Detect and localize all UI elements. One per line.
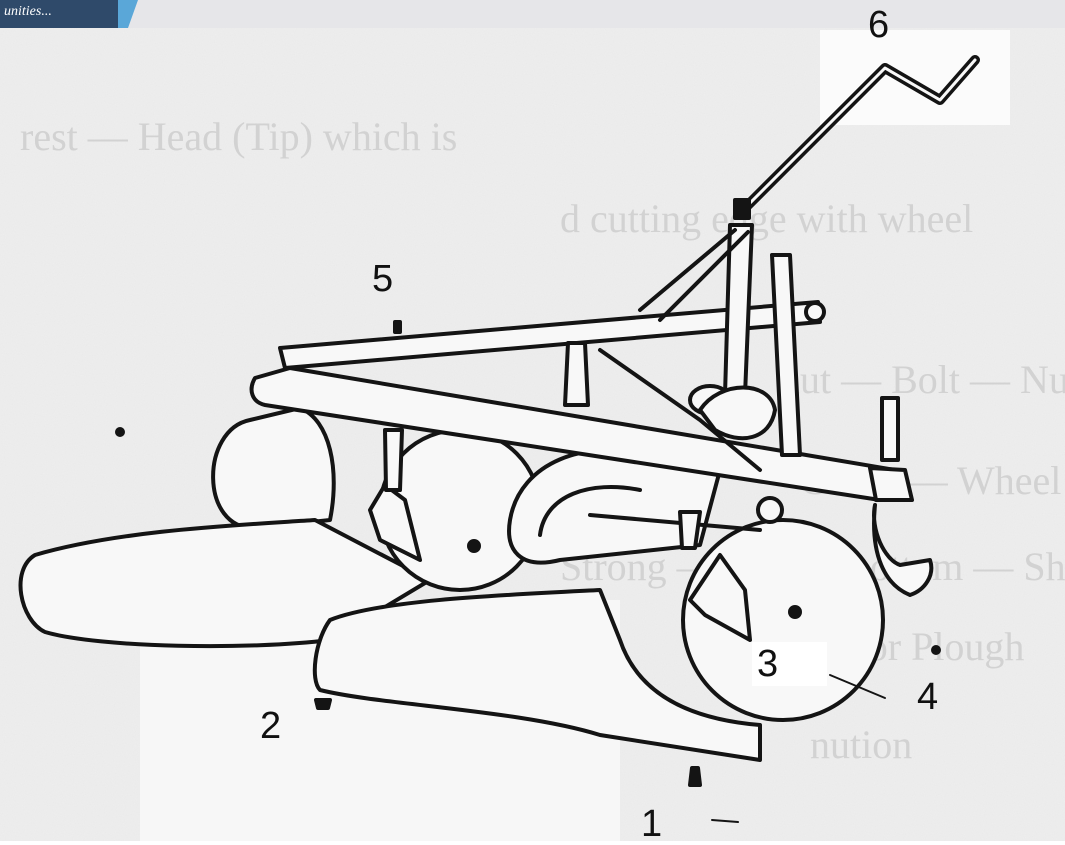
header-accent-icon bbox=[118, 0, 138, 28]
label-3-box bbox=[752, 642, 827, 686]
front-share bbox=[688, 553, 752, 642]
header-bar bbox=[0, 0, 1065, 28]
disc-plough-diagram: rest — Head (Tip) which is d cutting edg… bbox=[0, 28, 1065, 841]
front-plough-bottom bbox=[312, 588, 762, 762]
bg-text-line: d cutting edge with wheel bbox=[560, 196, 973, 241]
callout-5: 5 bbox=[372, 258, 394, 300]
callout-1: 1 bbox=[641, 803, 663, 845]
header-tab: unities... bbox=[0, 0, 118, 28]
upper-frame-beam bbox=[278, 300, 822, 370]
plough-line-drawing bbox=[18, 55, 980, 823]
bg-text-line: nut — Bolt — Nut bbox=[780, 357, 1065, 402]
callout-6: 6 bbox=[868, 4, 890, 46]
callout-4: 4 bbox=[917, 676, 939, 718]
frame-post bbox=[383, 428, 404, 492]
left-mouldboard bbox=[18, 518, 432, 649]
middle-share bbox=[368, 483, 422, 562]
frame-post bbox=[770, 253, 802, 457]
callout-2: 2 bbox=[260, 705, 282, 747]
hitch-pin bbox=[880, 396, 900, 462]
bg-text-line: rest — Head (Tip) which is bbox=[20, 114, 457, 159]
scan-patch bbox=[820, 30, 1010, 125]
callout-3: 3 bbox=[757, 643, 779, 685]
bg-text-line: nution bbox=[810, 722, 912, 767]
frame-post bbox=[563, 341, 590, 407]
header-text: unities... bbox=[4, 4, 52, 19]
